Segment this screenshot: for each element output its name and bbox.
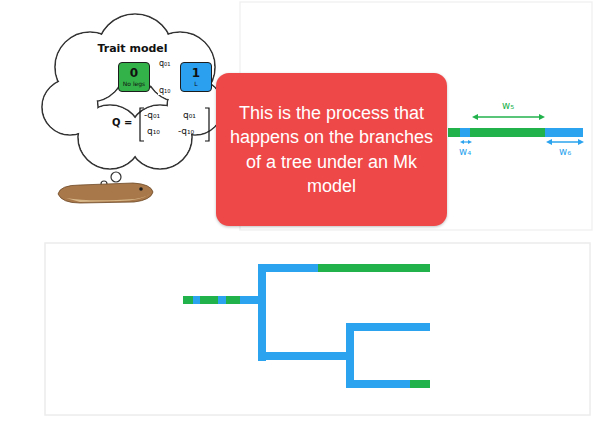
matrix-symbol: Q =	[112, 117, 132, 128]
cloud-outline	[40, 12, 225, 172]
legless-animal	[58, 183, 153, 203]
rate-label: q₀₁	[158, 59, 172, 68]
tree-panel	[45, 243, 590, 415]
node-text: Trait model	[40, 42, 225, 55]
node-text: 1	[192, 66, 200, 80]
waiting-time-label: w₄	[459, 146, 471, 157]
waiting-time-arrows	[460, 114, 584, 145]
thought-bubble	[111, 172, 121, 182]
rate-label: q₁₀	[158, 86, 172, 95]
state-box: 1L	[180, 62, 212, 92]
waiting-time-label: w₅	[502, 100, 514, 111]
matrix-cell: q₁₀	[147, 126, 160, 136]
phylogenetic-tree	[183, 264, 430, 388]
node-subtext: No legs	[123, 80, 145, 88]
state-box: 0No legs	[118, 62, 150, 92]
waiting-time-label: w₆	[559, 146, 571, 157]
matrix-cell: q₀₁	[183, 110, 196, 120]
callout-box: This is the process that happens on the …	[216, 73, 447, 226]
node-subtext: L	[194, 80, 197, 88]
node-text: 0	[130, 66, 138, 80]
branch-bar	[448, 128, 583, 137]
node-text: This is the process that happens on the …	[228, 101, 435, 198]
matrix-cell: -q₀₁	[144, 110, 160, 120]
matrix-cell: -q₁₀	[178, 126, 194, 136]
thought-cloud: Trait model 0No legs 1L Q = -q₀₁ q₀₁ q₁₀ -q₁₀	[40, 12, 225, 172]
